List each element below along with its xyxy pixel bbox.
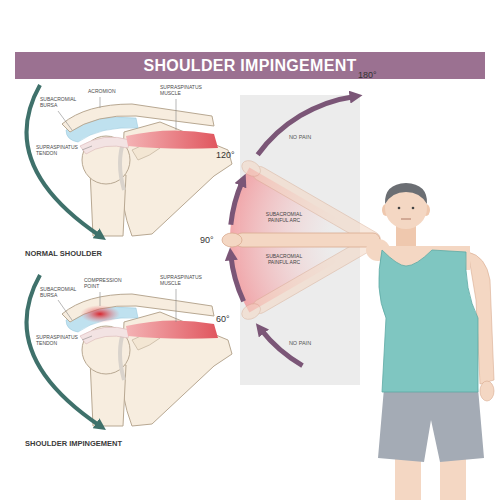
leader-line bbox=[58, 300, 72, 320]
part-label: SUBACROMIAL BURSA bbox=[40, 97, 82, 109]
impinged-shoulder-anatomy bbox=[62, 294, 232, 426]
angle-label: 180° bbox=[358, 70, 388, 80]
motion-arrow bbox=[27, 275, 101, 426]
arc-segment bbox=[258, 96, 355, 154]
leader-line bbox=[176, 99, 177, 130]
arc-segment bbox=[231, 255, 244, 301]
panel-caption: SHOULDER IMPINGEMENT bbox=[25, 440, 175, 449]
eye bbox=[398, 207, 401, 210]
leader-line bbox=[176, 289, 177, 322]
leader-line bbox=[100, 97, 101, 108]
part-label: SUPRASPINATUS MUSCLE bbox=[160, 85, 208, 97]
shorts bbox=[378, 388, 484, 462]
zone-label: SUBACROMIAL PAINFUL ARC bbox=[263, 212, 305, 224]
zone-label: NO PAIN bbox=[280, 134, 320, 140]
part-label: ACROMION bbox=[88, 89, 128, 95]
angle-label: 120° bbox=[216, 150, 240, 160]
normal-shoulder-anatomy bbox=[62, 104, 232, 236]
motion-arrow bbox=[27, 85, 101, 236]
hair bbox=[385, 183, 427, 204]
part-label: SUBACROMIAL BURSA bbox=[40, 287, 82, 299]
leader-line bbox=[100, 292, 101, 306]
tank-top bbox=[379, 250, 478, 392]
hand bbox=[480, 381, 494, 401]
arc-segment bbox=[231, 181, 243, 225]
zone-label: NO PAIN bbox=[280, 340, 320, 346]
arm-90 bbox=[222, 233, 380, 247]
title: SHOULDER IMPINGEMENT bbox=[143, 57, 356, 75]
title-banner: SHOULDER IMPINGEMENT bbox=[15, 52, 485, 79]
eye bbox=[412, 207, 415, 210]
leader-line bbox=[82, 146, 92, 150]
leader-lines bbox=[58, 97, 176, 150]
leader-line bbox=[82, 336, 92, 340]
arc-segment bbox=[261, 329, 303, 365]
part-label: SUPRASPINATUS MUSCLE bbox=[160, 275, 208, 287]
range-arc bbox=[231, 96, 355, 365]
part-label: COMPRESSION POINT bbox=[84, 278, 126, 290]
mouth bbox=[401, 219, 411, 220]
angle-label: 90° bbox=[200, 235, 222, 245]
compression-glow bbox=[80, 305, 120, 323]
zone-label: SUBACROMIAL PAINFUL ARC bbox=[263, 254, 305, 266]
angle-label: 60° bbox=[216, 314, 240, 324]
panel-caption: NORMAL SHOULDER bbox=[25, 250, 155, 259]
leader-line bbox=[58, 111, 72, 130]
leader-lines bbox=[58, 289, 176, 340]
part-label: SUPRASPINATUS TENDON bbox=[36, 145, 84, 157]
part-label: SUPRASPINATUS TENDON bbox=[36, 335, 84, 347]
